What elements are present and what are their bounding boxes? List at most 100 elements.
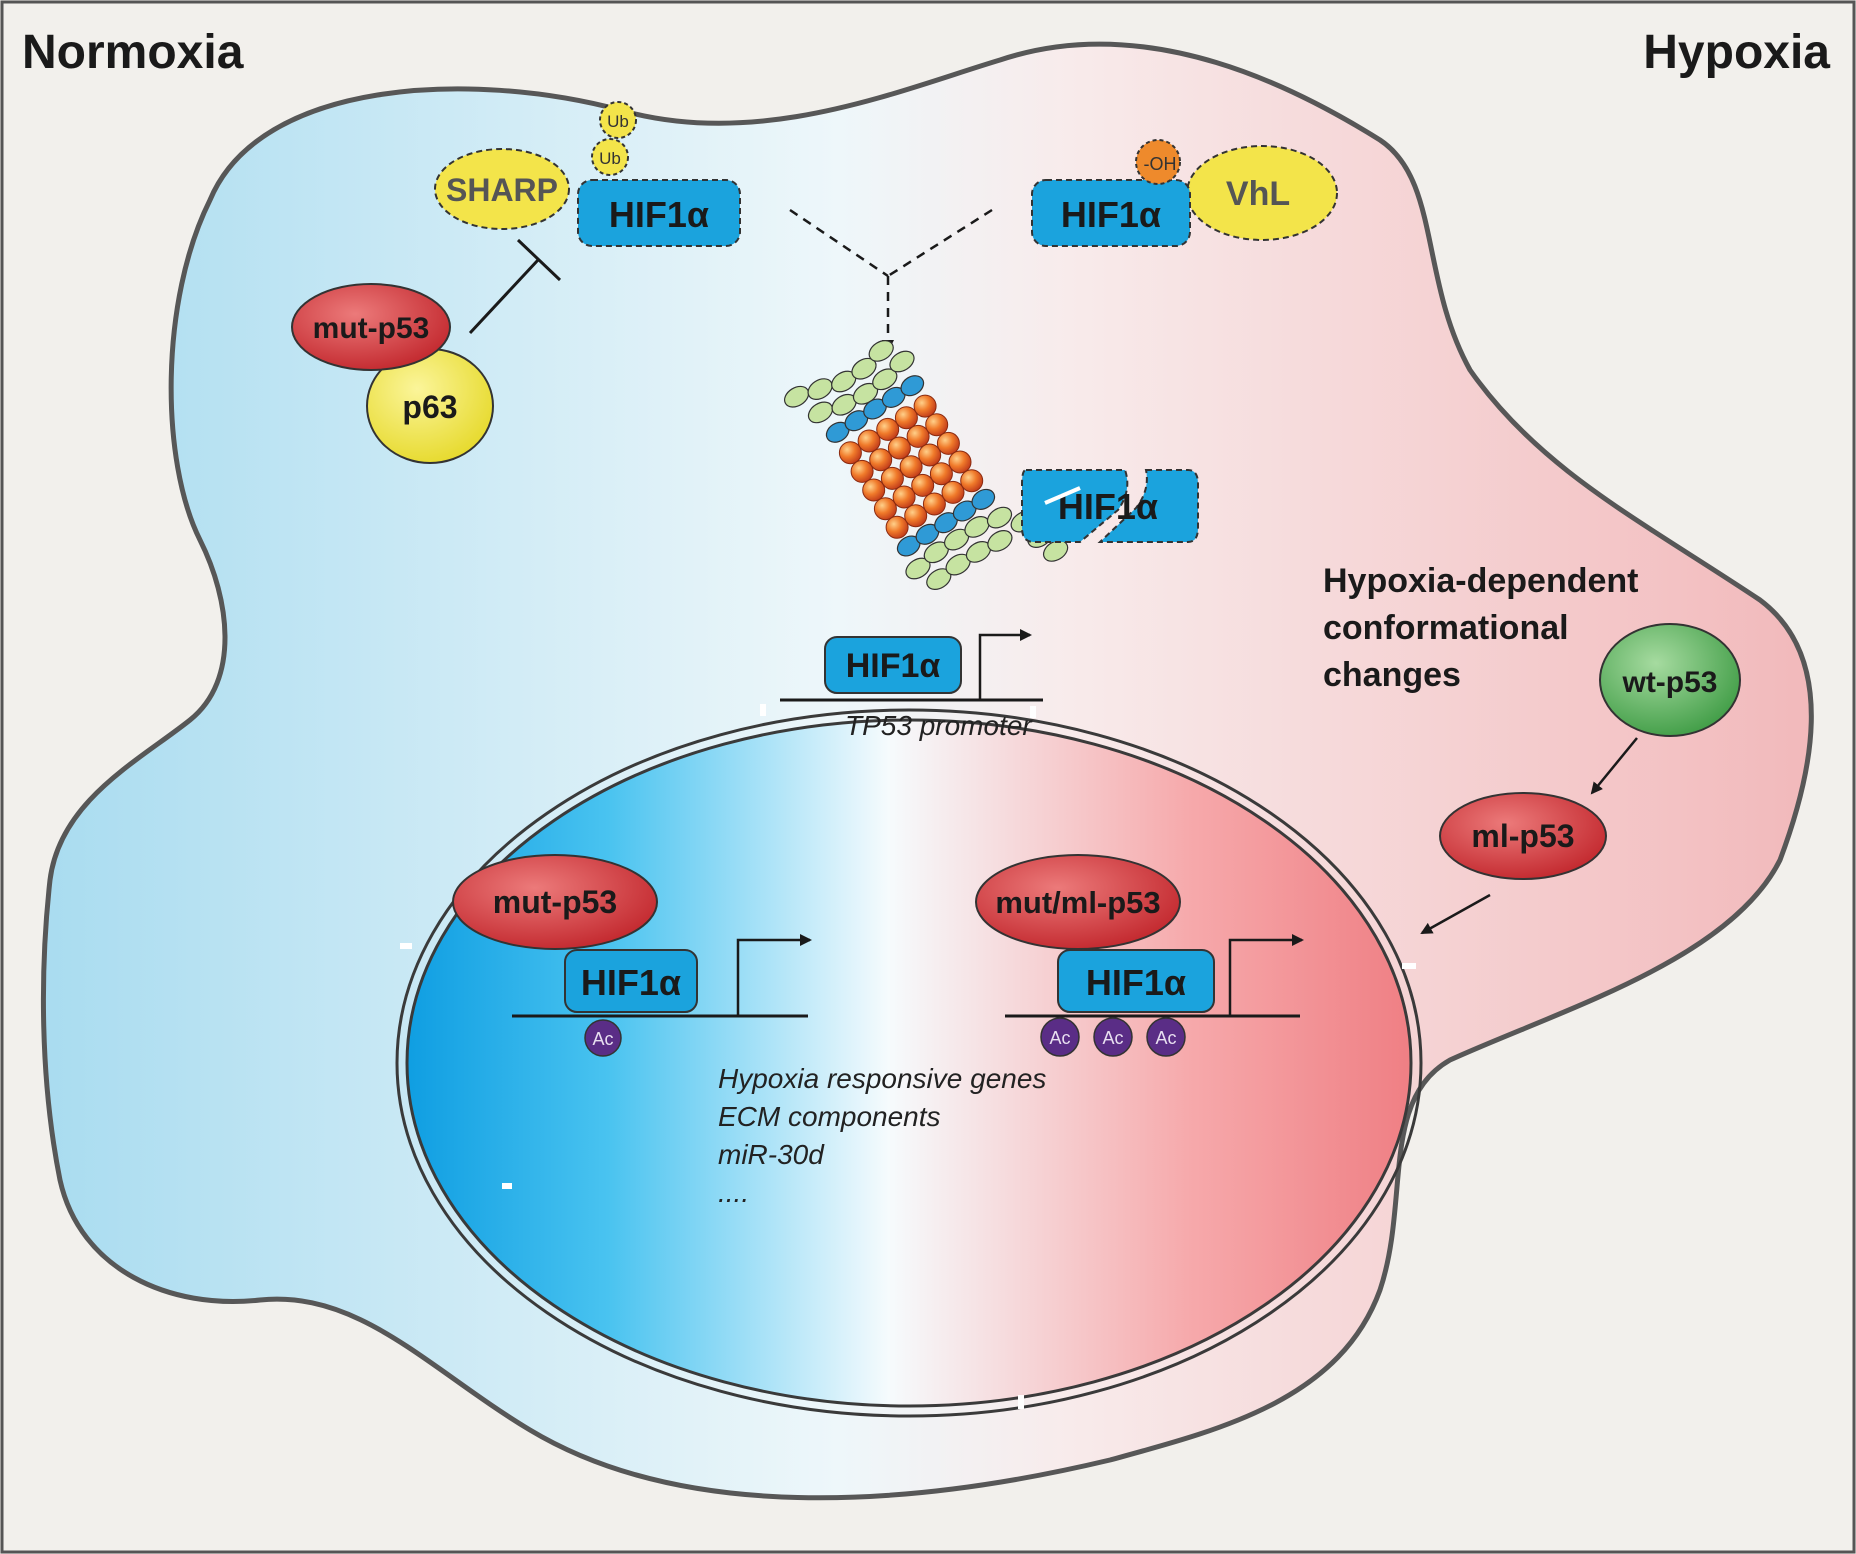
proteasome-cap-subunit [807, 378, 833, 400]
mut-p53-nuc-protein [452, 854, 658, 950]
ub-circle-bottom [591, 138, 629, 176]
ml-p53-label: ml-p53 [1471, 818, 1574, 854]
hypoxia-dependent-line3: changes [1323, 656, 1461, 694]
sharp-protein [434, 148, 570, 230]
mut-p53-nuc-label: mut-p53 [493, 884, 617, 920]
hif1a-vhl-label: HIF1α [1061, 194, 1161, 235]
proteasome-beta-subunit [885, 515, 909, 539]
oh-label: -OH [1144, 154, 1177, 174]
proteasome-beta-subunit [862, 478, 886, 502]
proteasome-cap-subunit [783, 385, 810, 408]
proteasome-beta-subunit [876, 417, 900, 441]
proteasome-beta-subunit [894, 406, 918, 430]
hif1a-promoter-box [824, 636, 962, 694]
sharp-complex: SHARP HIF1α Ub Ub [434, 101, 741, 247]
proteasome-beta-subunit [857, 429, 881, 453]
gene-list-item-4: .... [718, 1177, 749, 1208]
nucleus-left-complex: HIF1α mut-p53 Ac [452, 854, 812, 1057]
proteasome-beta-subunit [911, 473, 935, 497]
wt-p53-protein [1599, 623, 1741, 737]
proteasome-beta-subunit [929, 462, 953, 486]
oh-circle [1135, 139, 1181, 185]
proteasome-alpha-subunit [971, 488, 996, 510]
proteasome-beta-subunit [869, 448, 893, 472]
p63-label: p63 [402, 389, 457, 425]
wt-to-ml-conversion: wt-p53 ml-p53 [1420, 623, 1741, 935]
proteasome-beta-subunit [850, 459, 874, 483]
hypoxia-dependent-line1: Hypoxia-dependent [1323, 562, 1638, 600]
hypoxia-title: Hypoxia [1643, 26, 1830, 79]
mut-ml-p53-label: mut/ml-p53 [995, 885, 1160, 920]
proteasome-beta-subunit [913, 394, 937, 418]
gene-list-item-2: ECM components [718, 1101, 941, 1132]
ub-label-bottom: Ub [599, 149, 621, 168]
tp53-promoter: HIF1α TP53 promoter [780, 629, 1043, 741]
proteasome-cap-subunit [987, 530, 1013, 552]
sharp-label: SHARP [446, 172, 558, 208]
proteasome-beta-subunit [960, 469, 984, 493]
degraded-hif1a-label: HIF1α [1058, 486, 1158, 527]
proteasome-beta-subunit [918, 443, 942, 467]
proteasome-cap-subunit [1042, 540, 1069, 562]
hypoxia-dependent-line2: conformational [1323, 609, 1569, 647]
proteasome-beta-subunit [880, 466, 904, 490]
mut-p53-p63-complex: p63 mut-p53 [291, 283, 494, 464]
degraded-hif1a: HIF1α [1021, 469, 1199, 543]
proteasome-beta-subunit [948, 450, 972, 474]
vhl-label: VhL [1226, 175, 1290, 213]
mut-p53-top-protein [291, 283, 451, 371]
mut-p53-top-label: mut-p53 [313, 312, 430, 345]
vhl-complex: VhL HIF1α -OH [1031, 139, 1338, 247]
hif1a-vhl-box [1031, 179, 1191, 247]
tp53-promoter-label: TP53 promoter [845, 710, 1033, 741]
proteasome-cap-subunit [868, 340, 894, 362]
proteasome-cap-subunit [851, 357, 877, 380]
ac-left-circle [584, 1019, 622, 1057]
proteasome-beta-subunit [873, 497, 897, 521]
gene-list-item-3: miR-30d [718, 1139, 825, 1170]
hif1a-promoter-label: HIF1α [846, 647, 941, 685]
hif1a-sharp-box [577, 179, 741, 247]
ac-right-label-2: Ac [1102, 1028, 1123, 1048]
hif1a-nuc-left-label: HIF1α [581, 962, 681, 1003]
proteasome [783, 340, 1069, 590]
proteasome-cap-subunit [889, 350, 915, 373]
ac-right-circle-1 [1040, 1017, 1080, 1057]
ml-p53-protein [1439, 792, 1607, 880]
gene-list-item-1: Hypoxia responsive genes [718, 1063, 1046, 1094]
proteasome-cap-subunit [807, 401, 834, 424]
proteasome-beta-subunit [922, 492, 946, 516]
proteasome-beta-subunit [941, 480, 965, 504]
proteasome-alpha-subunit [900, 375, 925, 397]
normoxia-title: Normoxia [22, 26, 244, 79]
ac-right-label-1: Ac [1049, 1028, 1070, 1048]
ac-left-label: Ac [592, 1029, 613, 1049]
nucleus-right-complex: HIF1α mut/ml-p53 Ac Ac Ac [975, 854, 1304, 1057]
proteasome-beta-subunit [925, 413, 949, 437]
degradation-arrows [789, 208, 993, 352]
hif1a-nuc-right-label: HIF1α [1086, 962, 1186, 1003]
inhibition-arrow [468, 238, 562, 335]
proteasome-beta-subunit [887, 436, 911, 460]
ub-label-top: Ub [607, 112, 629, 131]
ub-circle-top [599, 101, 637, 139]
ac-right-circle-2 [1093, 1017, 1133, 1057]
mut-ml-p53-protein [975, 854, 1181, 950]
hypoxia-dependent-note: Hypoxia-dependent conformational changes [1323, 562, 1638, 694]
proteasome-beta-subunit [899, 455, 923, 479]
gene-list: Hypoxia responsive genes ECM components … [718, 1063, 1046, 1208]
ac-right-label-3: Ac [1155, 1028, 1176, 1048]
hif1a-nuc-right-box [1057, 949, 1215, 1013]
proteasome-beta-subunit [904, 504, 928, 528]
proteasome-cap-subunit [986, 506, 1013, 529]
hif1a-nuc-left-box [564, 949, 698, 1013]
proteasome-beta-subunit [936, 431, 960, 455]
wt-p53-label: wt-p53 [1621, 666, 1717, 699]
proteasome-beta-subunit [838, 441, 862, 465]
hif1a-sharp-label: HIF1α [609, 194, 709, 235]
proteasome-beta-subunit [906, 424, 930, 448]
proteasome-beta-subunit [892, 485, 916, 509]
ac-right-circle-3 [1146, 1017, 1186, 1057]
